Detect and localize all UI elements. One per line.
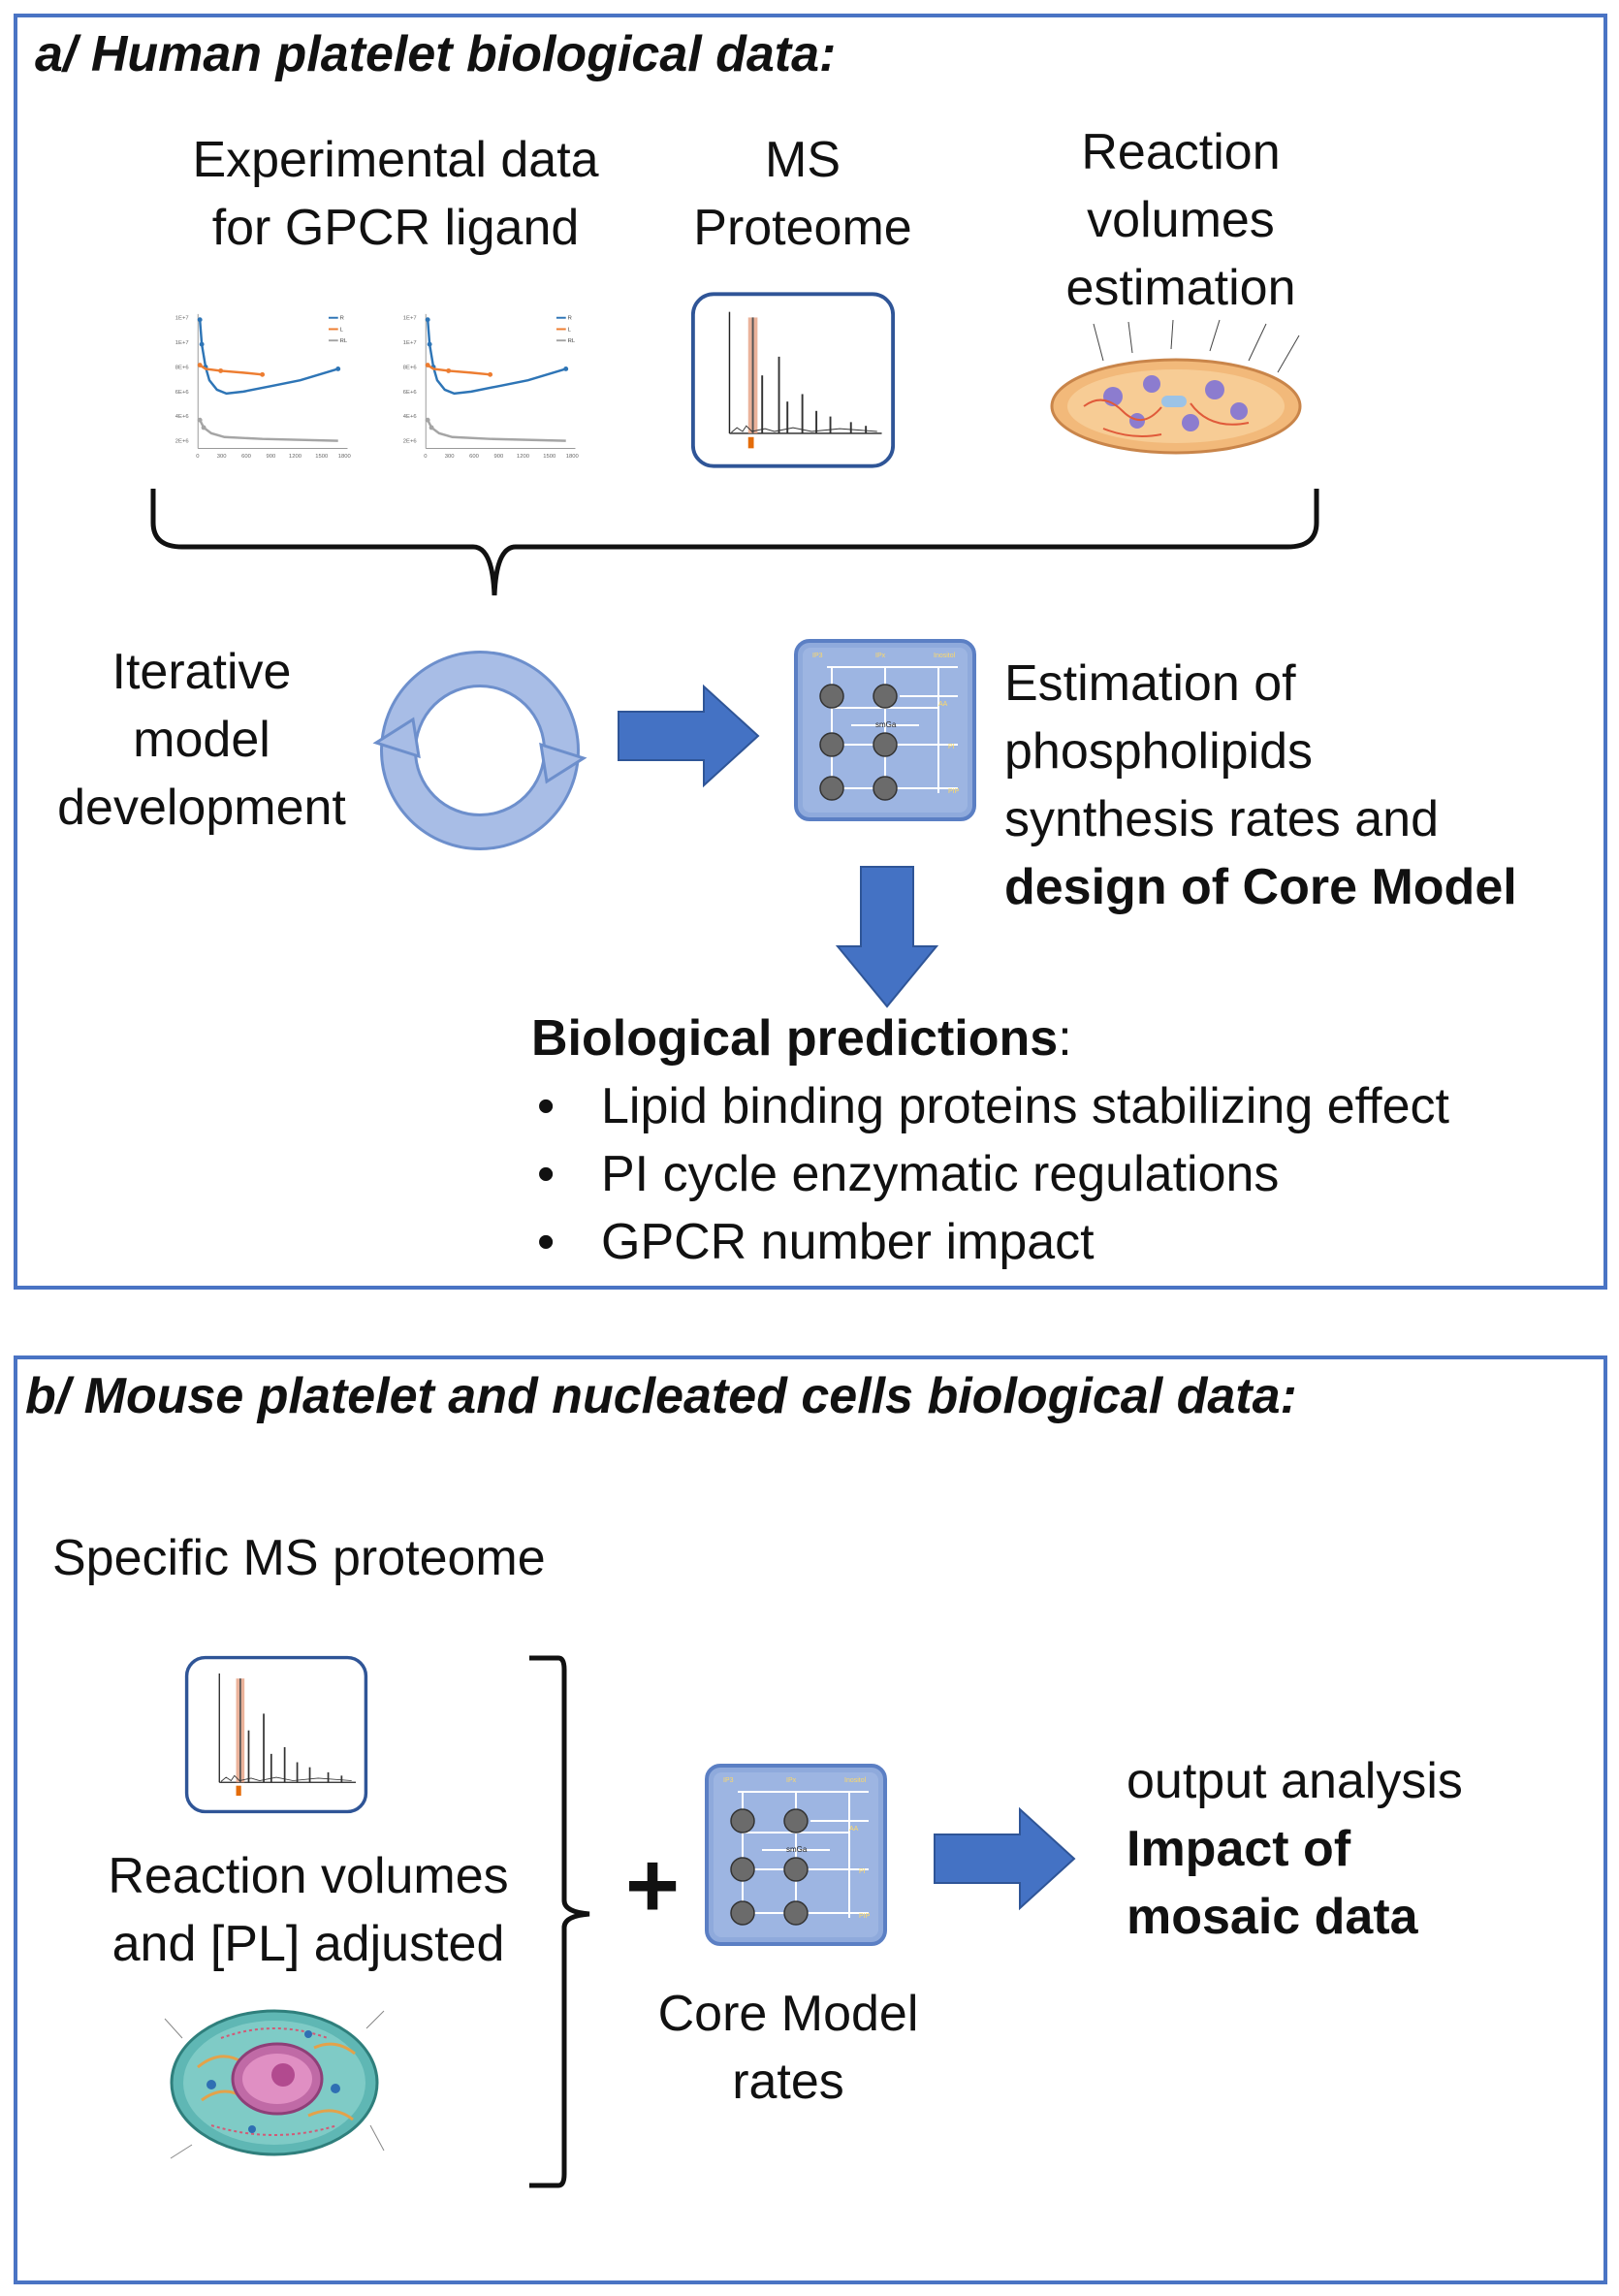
list-item: PI cycle enzymatic regulations [531, 1140, 1449, 1208]
panel-b-title: b/ Mouse platelet and nucleated cells bi… [25, 1368, 1297, 1424]
down-arrow-icon [835, 866, 939, 1008]
plus-symbol: + [624, 1834, 681, 1937]
pathway-network-icon [704, 1763, 888, 1947]
curly-brace-icon [150, 489, 1319, 596]
estimation-label: Estimation of phospholipids synthesis ra… [1004, 655, 1517, 915]
output-analysis-label: output analysis Impact of mosaic data [1127, 1753, 1463, 1945]
list-item: Lipid binding proteins stabilizing effec… [531, 1072, 1449, 1140]
pathway-network-icon [793, 638, 977, 822]
right-arrow-icon [934, 1806, 1076, 1911]
ms-spectrum-icon [184, 1646, 368, 1823]
predictions-list: Lipid binding proteins stabilizing effec… [531, 1072, 1449, 1276]
line-plot-icon [168, 304, 366, 469]
panel-mouse-platelet: b/ Mouse platelet and nucleated cells bi… [14, 1355, 1607, 2284]
panel-a-title: a/ Human platelet biological data: [35, 26, 837, 82]
line-plot-icon [396, 304, 594, 469]
cycle-arrows-icon[interactable] [368, 644, 591, 857]
ms-spectrum-icon [690, 289, 896, 471]
right-arrow-icon [618, 684, 760, 788]
predictions-title: Biological predictions: [531, 1010, 1072, 1067]
nucleated-cell-icon [164, 2009, 385, 2159]
curly-brace-icon [529, 1655, 590, 2188]
panel-human-platelet: a/ Human platelet biological data: Exper… [14, 14, 1607, 1290]
specific-ms-label: Specific MS proteome [52, 1530, 546, 1586]
platelet-cell-icon [1050, 319, 1302, 455]
list-item: GPCR number impact [531, 1208, 1449, 1276]
